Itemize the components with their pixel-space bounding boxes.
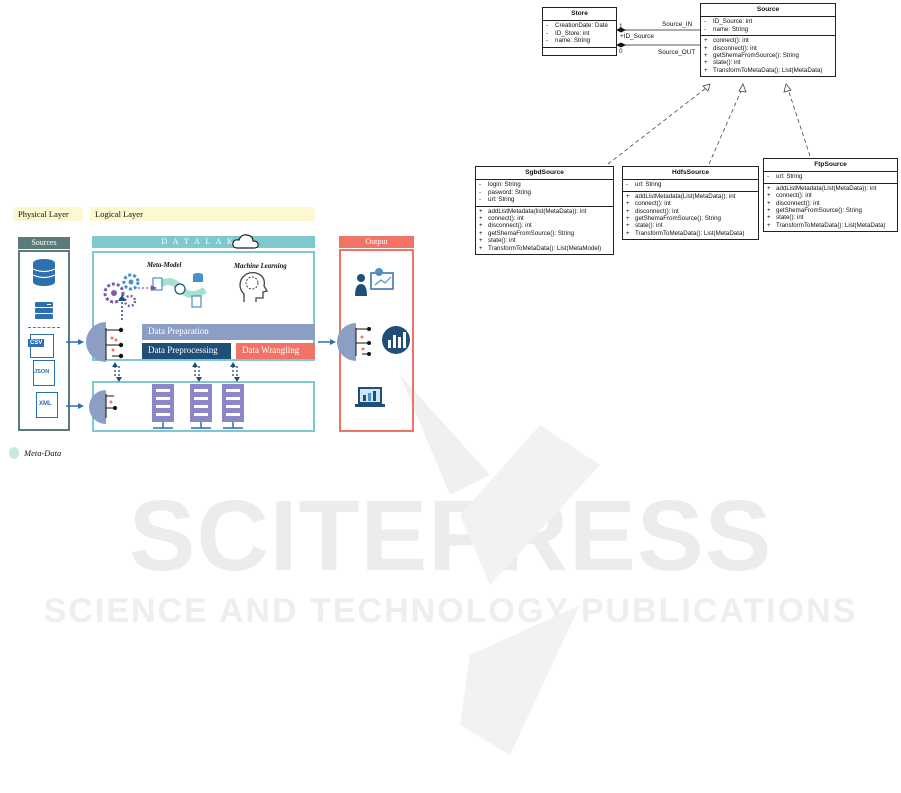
uml-class-hdfssource: HdfsSource -url: String +addListMetadata… bbox=[622, 166, 759, 241]
machine-learning-label: Machine Learning bbox=[234, 263, 287, 270]
data-lake-logical-panel bbox=[92, 251, 315, 361]
class-name: Store bbox=[543, 8, 616, 22]
class-attributes: -CreationDate: Date -ID_Store: int -name… bbox=[543, 21, 616, 48]
csv-file-icon: CSV bbox=[28, 334, 54, 358]
class-attributes: -login: String -pasword: String -url: St… bbox=[476, 180, 613, 207]
uml-class-ftpsource: FtpSource -url: String +addListMetadata(… bbox=[763, 158, 898, 233]
database-icon bbox=[32, 259, 56, 286]
input-connector-bottom bbox=[66, 390, 117, 424]
storage-links bbox=[112, 362, 240, 382]
meta-model-flow-icon bbox=[152, 273, 207, 308]
assoc-id-source-label: +ID_Source bbox=[620, 33, 654, 40]
uml-class-source: Source -ID_Source: int -name: String +co… bbox=[700, 3, 836, 78]
xml-file-icon: XML bbox=[36, 392, 58, 418]
class-methods: +addListMetadata(list(MetaData)): int +c… bbox=[479, 207, 602, 252]
data-preparation-bar: Data Preparation bbox=[142, 324, 315, 340]
xml-label: XML bbox=[39, 401, 52, 407]
gears-to-model-arrow bbox=[138, 285, 157, 291]
logical-layer-label: Logical Layer bbox=[90, 207, 315, 221]
class-name: SgbdSource bbox=[476, 167, 613, 181]
meta-data-legend-swatch bbox=[9, 447, 19, 459]
sources-divider bbox=[28, 327, 60, 328]
cloud-icon bbox=[232, 234, 259, 249]
uml-class-store: Store -CreationDate: Date -ID_Store: int… bbox=[542, 7, 617, 56]
laptop-dashboard-icon bbox=[355, 387, 385, 407]
meta-data-legend-label: Meta-Data bbox=[24, 448, 62, 458]
class-methods: +addListMetadata(List(MetaData)): int +c… bbox=[767, 184, 886, 229]
class-name: HdfsSource bbox=[623, 167, 758, 181]
class-name: Source bbox=[701, 4, 835, 18]
gears-icon bbox=[103, 273, 140, 308]
assoc-source-out-label: Source_OUT bbox=[658, 49, 696, 56]
class-attributes: -url: String bbox=[764, 172, 897, 184]
data-lake-header: D A T A L A K E bbox=[92, 236, 315, 248]
json-file-icon: JSON bbox=[33, 360, 55, 386]
output-header: Output bbox=[339, 236, 414, 248]
input-connector-top bbox=[66, 322, 124, 362]
uml-class-sgbdsource: SgbdSource -login: String -pasword: Stri… bbox=[475, 166, 614, 256]
server-racks-icon bbox=[152, 384, 244, 429]
class-attributes: -ID_Source: int -name: String bbox=[701, 17, 835, 37]
watermark-emblem bbox=[400, 375, 600, 755]
class-methods: +addListMetadata(List(MetaData)): int +c… bbox=[626, 192, 745, 237]
upward-dashed-arrow bbox=[118, 295, 126, 320]
class-methods: +connect(): int +disconnect(): int +getS… bbox=[704, 37, 823, 74]
watermark-title: SCITEPRESS bbox=[128, 480, 773, 592]
uml-connectors bbox=[607, 27, 811, 165]
physical-layer-label: Physical Layer bbox=[13, 207, 83, 221]
brain-head-icon bbox=[239, 272, 269, 302]
assoc-multiplicity-1: 1 bbox=[619, 23, 623, 30]
server-icon bbox=[35, 302, 53, 319]
sources-panel bbox=[18, 250, 70, 431]
assoc-source-in-label: Source_IN bbox=[662, 21, 693, 28]
class-name: FtpSource bbox=[764, 159, 897, 173]
presentation-icon bbox=[355, 268, 394, 296]
class-attributes: -url: String bbox=[623, 180, 758, 192]
sources-header: Sources bbox=[18, 237, 70, 249]
meta-model-label: Meta-Model bbox=[147, 262, 182, 269]
data-preprocessing-bar: Data Preprocessing bbox=[142, 343, 231, 359]
assoc-multiplicity-0: 0 bbox=[619, 48, 623, 55]
watermark-subtitle: SCIENCE AND TECHNOLOGY PUBLICATIONS bbox=[43, 592, 858, 630]
csv-label: CSV bbox=[28, 339, 45, 347]
output-connector bbox=[318, 323, 410, 361]
json-label: JSON bbox=[34, 369, 50, 375]
data-wrangling-bar: Data Wrangling bbox=[236, 343, 315, 359]
